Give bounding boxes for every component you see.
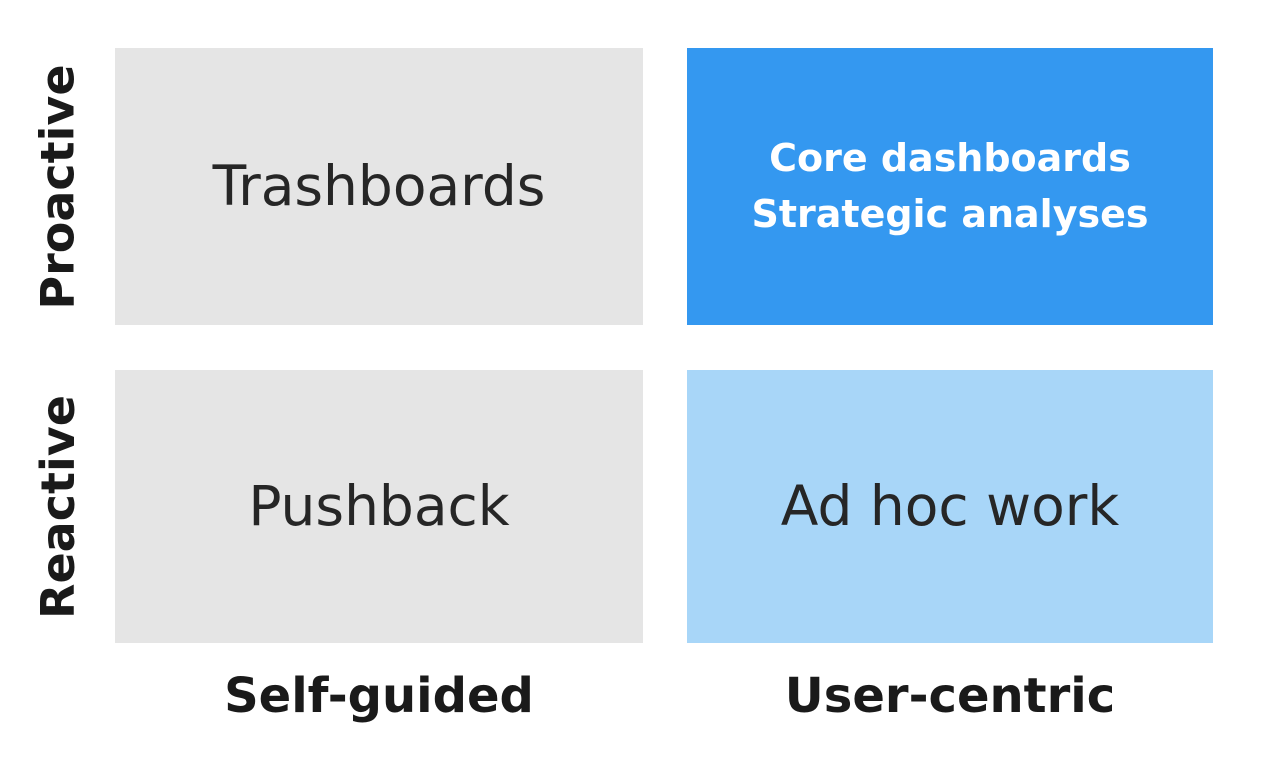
quadrant-label-line: Strategic analyses — [751, 191, 1149, 236]
column-axis-label-user-centric: User-centric — [687, 658, 1213, 734]
row-axis-label-reactive-text: Reactive — [30, 394, 85, 619]
quadrant-label-line: Ad hoc work — [780, 473, 1120, 538]
quadrant-reactive-self-guided: Pushback — [115, 370, 643, 643]
row-axis-label-proactive-text: Proactive — [30, 63, 85, 310]
quadrant-proactive-user-centric: Core dashboards Strategic analyses — [687, 48, 1213, 325]
row-axis-label-reactive: Reactive — [0, 370, 115, 643]
quadrant-label-line: Core dashboards — [769, 136, 1131, 181]
column-axis-label-self-guided: Self-guided — [115, 658, 643, 734]
quadrant-proactive-self-guided-label: Trashboards — [115, 153, 643, 218]
quadrant-proactive-user-centric-label: Core dashboards Strategic analyses — [687, 131, 1213, 241]
column-axis-label-self-guided-text: Self-guided — [224, 668, 534, 724]
quadrant-reactive-user-centric: Ad hoc work — [687, 370, 1213, 643]
quadrant-reactive-user-centric-label: Ad hoc work — [687, 473, 1213, 538]
quadrant-reactive-self-guided-label: Pushback — [115, 473, 643, 538]
row-axis-label-proactive: Proactive — [0, 48, 115, 325]
quadrant-label-line: Pushback — [248, 473, 510, 538]
column-axis-label-user-centric-text: User-centric — [784, 668, 1116, 724]
quadrant-label-line: Trashboards — [212, 153, 546, 218]
quadrant-proactive-self-guided: Trashboards — [115, 48, 643, 325]
